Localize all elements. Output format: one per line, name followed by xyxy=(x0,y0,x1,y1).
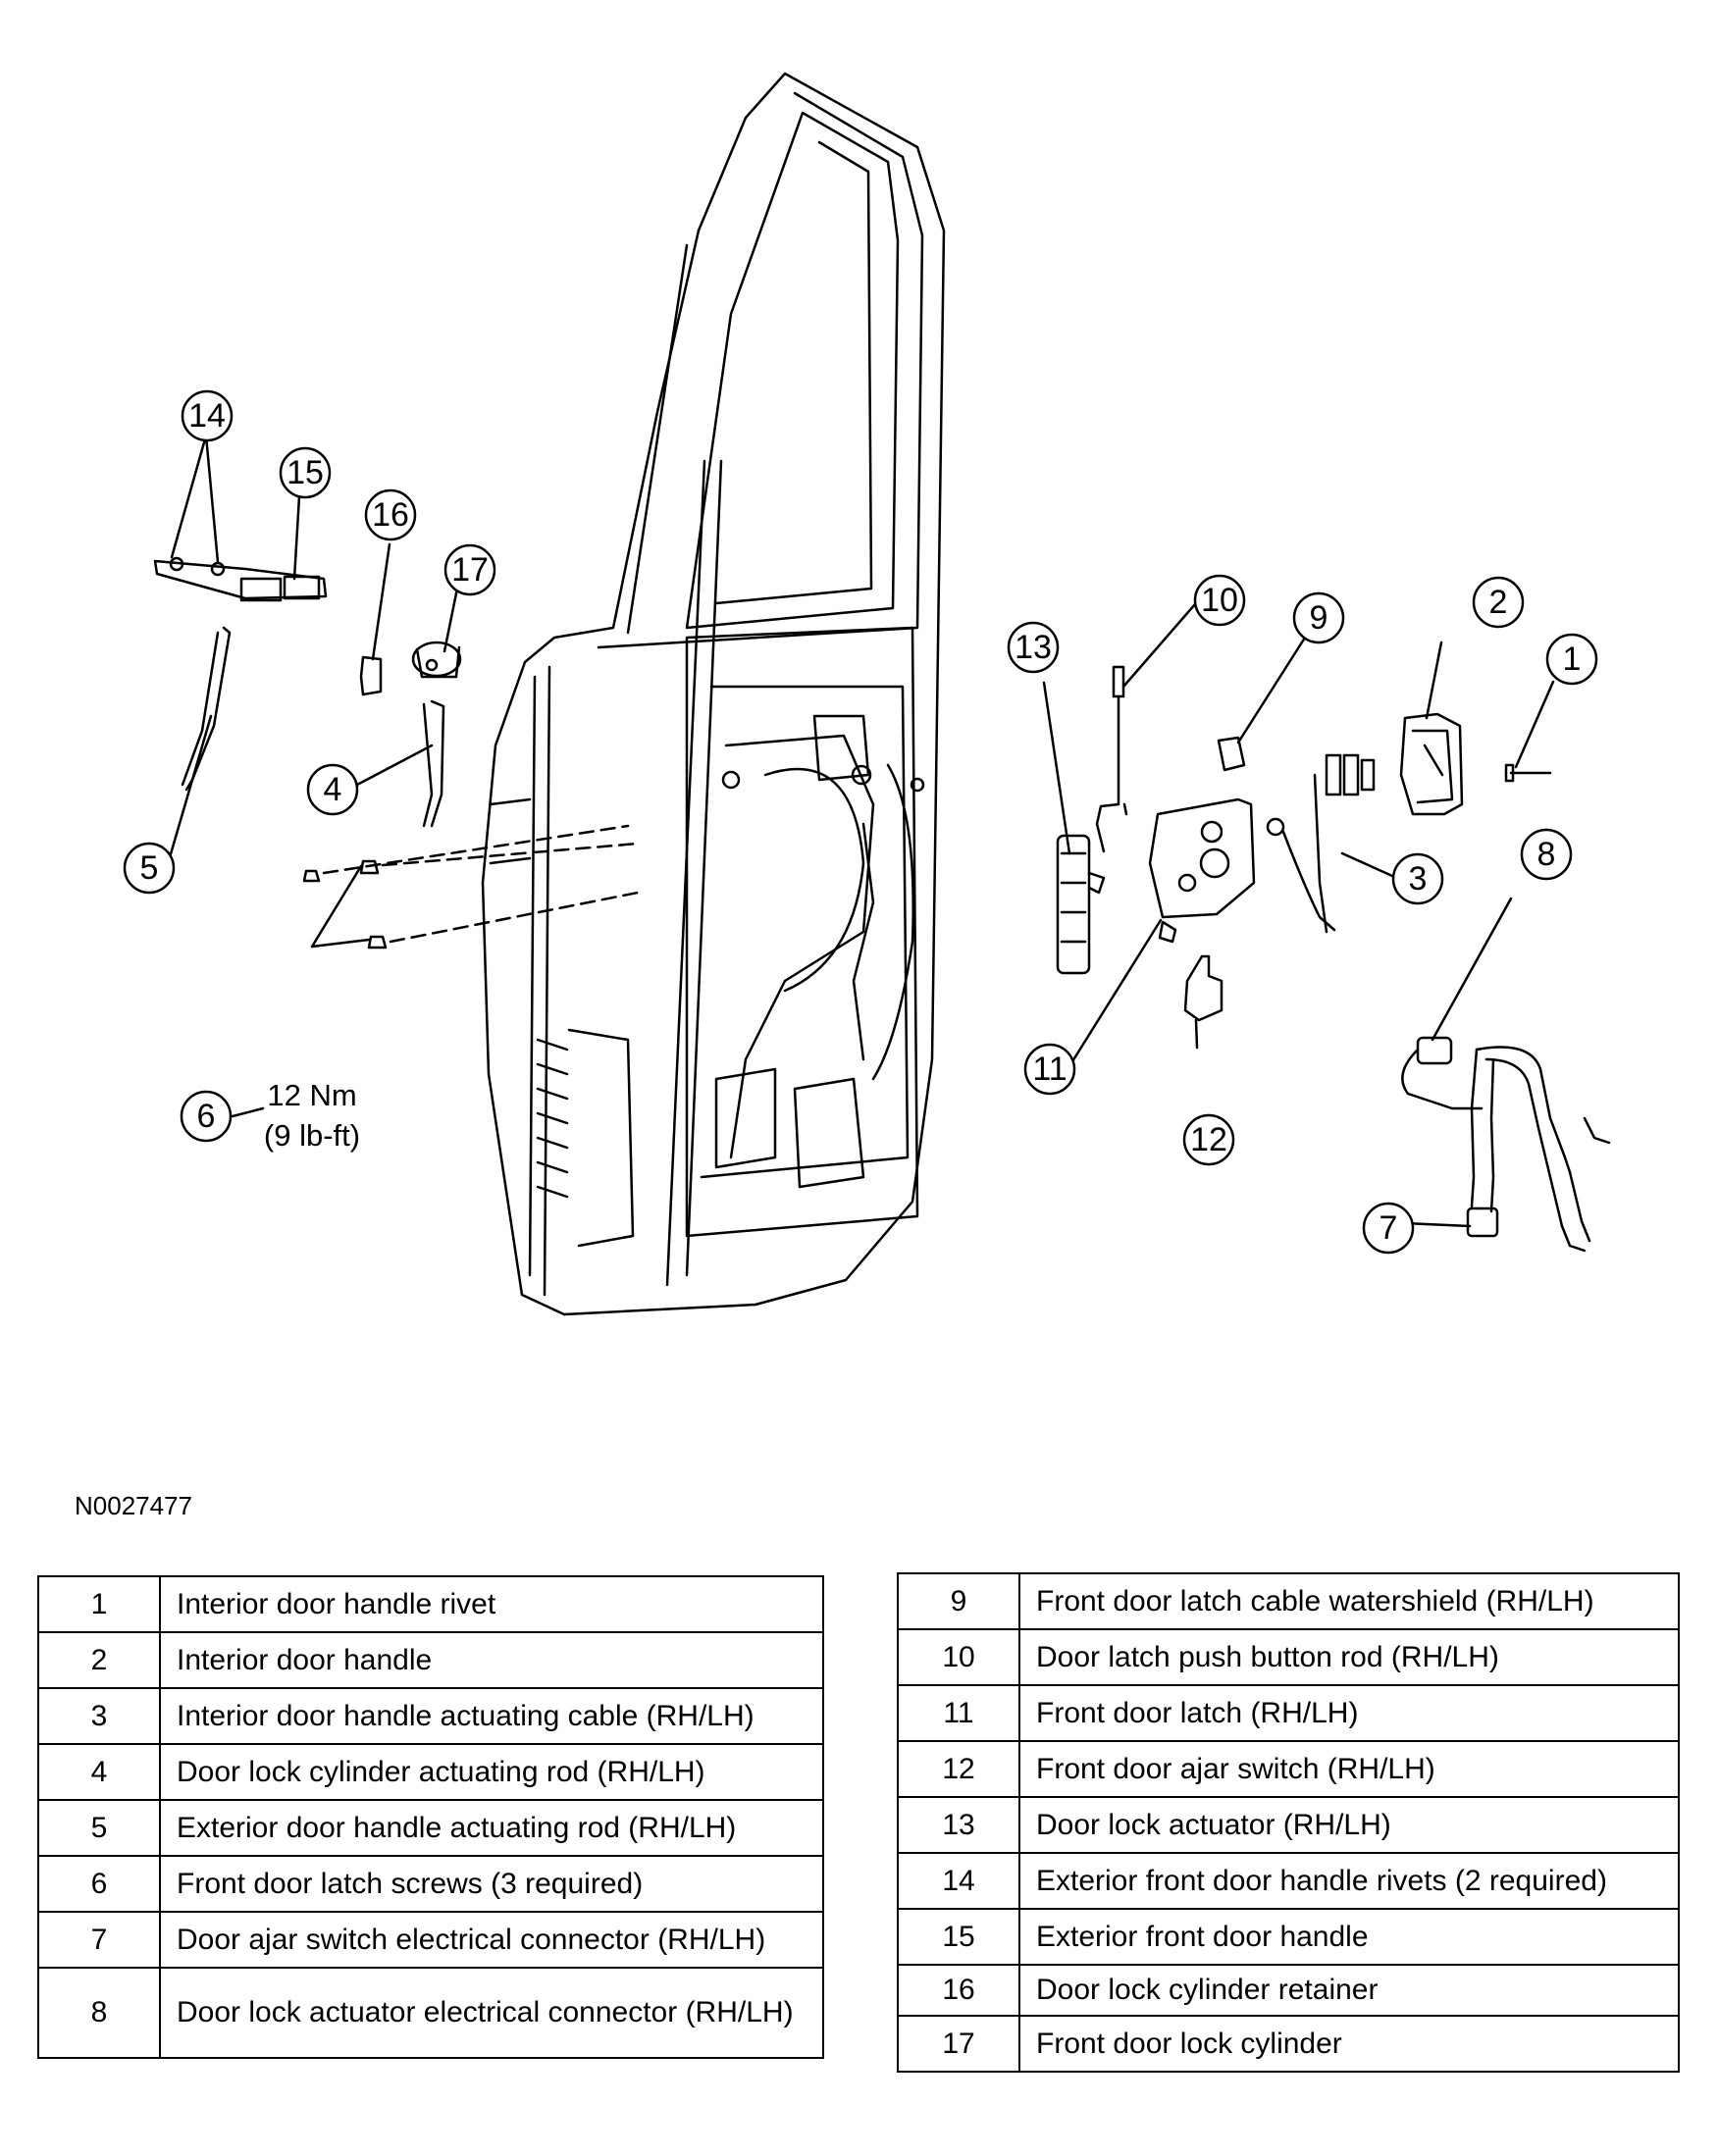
callout-2: 2 xyxy=(1489,584,1508,621)
door-vent-slots xyxy=(536,1038,569,1199)
door-lock-actuator-part xyxy=(1056,834,1106,975)
lock-cylinder-retainer xyxy=(359,655,383,696)
door-inner-panel xyxy=(481,72,946,1316)
front-door-latch-part xyxy=(1148,797,1256,944)
lock-cylinder-part xyxy=(411,641,462,679)
legend-part-description: Door lock actuator electrical connector … xyxy=(159,1967,824,2059)
legend-part-number: 7 xyxy=(37,1911,161,1969)
legend-part-description: Exterior front door handle xyxy=(1018,1908,1680,1966)
callout-6: 6 xyxy=(197,1098,216,1135)
exterior-handle-rod xyxy=(184,626,232,792)
callout-16: 16 xyxy=(372,496,409,534)
legend-part-description: Exterior front door handle rivets (2 req… xyxy=(1018,1852,1680,1910)
legend-part-description: Door ajar switch electrical connector (R… xyxy=(159,1911,824,1969)
callout-15: 15 xyxy=(286,454,324,491)
legend-part-number: 4 xyxy=(37,1743,161,1801)
callout-12: 12 xyxy=(1190,1121,1227,1158)
callout-9: 9 xyxy=(1310,599,1328,637)
legend-part-description: Door lock cylinder retainer xyxy=(1018,1964,1680,2017)
interior-door-handle-part xyxy=(1399,712,1464,816)
legend-part-description: Interior door handle rivet xyxy=(159,1575,824,1633)
legend-part-number: 10 xyxy=(897,1628,1020,1686)
exterior-door-handle-part xyxy=(153,556,328,602)
legend-part-description: Front door latch (RH/LH) xyxy=(1018,1684,1680,1742)
legend-part-description: Front door ajar switch (RH/LH) xyxy=(1018,1740,1680,1798)
callout-4: 4 xyxy=(324,771,342,808)
callout-bubbles xyxy=(123,389,1598,1255)
lock-cylinder-rod xyxy=(430,699,445,828)
callout-10: 10 xyxy=(1201,582,1238,619)
actuator-wiring-harness xyxy=(1401,1036,1611,1253)
legend-part-number: 8 xyxy=(37,1967,161,2059)
legend-part-description: Interior door handle actuating cable (RH… xyxy=(159,1687,824,1745)
callout-numbers: 1 2 3 4 5 6 7 8 9 10 11 12 13 14 15 16 1… xyxy=(140,397,1582,1247)
callout-3: 3 xyxy=(1409,860,1428,898)
legend-part-description: Exterior door handle actuating rod (RH/L… xyxy=(159,1799,824,1857)
callout-17: 17 xyxy=(451,551,489,589)
latch-screws xyxy=(302,824,640,950)
legend-part-description: Door latch push button rod (RH/LH) xyxy=(1018,1628,1680,1686)
figure-id: N0027477 xyxy=(75,1491,192,1520)
legend-part-number: 15 xyxy=(897,1908,1020,1966)
legend-part-number: 3 xyxy=(37,1687,161,1745)
callout-1: 1 xyxy=(1563,641,1582,678)
interior-handle-cable-part xyxy=(1266,753,1376,934)
cable-watershield-part xyxy=(1217,736,1246,772)
legend-part-number: 2 xyxy=(37,1631,161,1689)
legend-part-description: Front door latch cable watershield (RH/L… xyxy=(1018,1572,1680,1630)
legend-part-number: 1 xyxy=(37,1575,161,1633)
legend-part-number: 5 xyxy=(37,1799,161,1857)
interior-handle-rivet xyxy=(1504,763,1552,783)
callout-8: 8 xyxy=(1537,836,1556,873)
callout-11: 11 xyxy=(1032,1051,1067,1088)
legend-part-number: 9 xyxy=(897,1572,1020,1630)
legend-part-number: 11 xyxy=(897,1684,1020,1742)
legend-part-number: 14 xyxy=(897,1852,1020,1910)
callout-13: 13 xyxy=(1015,629,1052,666)
legend-part-description: Front door lock cylinder xyxy=(1018,2015,1680,2073)
callout-5: 5 xyxy=(140,849,159,887)
legend-part-number: 16 xyxy=(897,1964,1020,2017)
door-ajar-switch-part xyxy=(1183,954,1223,1022)
legend-part-description: Interior door handle xyxy=(159,1631,824,1689)
legend-part-number: 13 xyxy=(897,1796,1020,1854)
legend-part-description: Front door latch screws (3 required) xyxy=(159,1855,824,1913)
legend-part-number: 6 xyxy=(37,1855,161,1913)
legend-part-number: 17 xyxy=(897,2015,1020,2073)
legend-part-description: Door lock cylinder actuating rod (RH/LH) xyxy=(159,1743,824,1801)
callout-leader-lines xyxy=(168,434,1555,1228)
door-exploded-diagram: 1 2 3 4 5 6 7 8 9 10 11 12 13 14 15 16 1… xyxy=(123,72,1611,1316)
push-button-rod-part xyxy=(1095,665,1128,853)
legend-part-description: Door lock actuator (RH/LH) xyxy=(1018,1796,1680,1854)
torque-spec-lbft: (9 lb-ft) xyxy=(264,1118,360,1153)
torque-spec-nm: 12 Nm xyxy=(267,1078,356,1112)
callout-7: 7 xyxy=(1380,1209,1398,1247)
legend-part-number: 12 xyxy=(897,1740,1020,1798)
callout-14: 14 xyxy=(188,397,226,435)
